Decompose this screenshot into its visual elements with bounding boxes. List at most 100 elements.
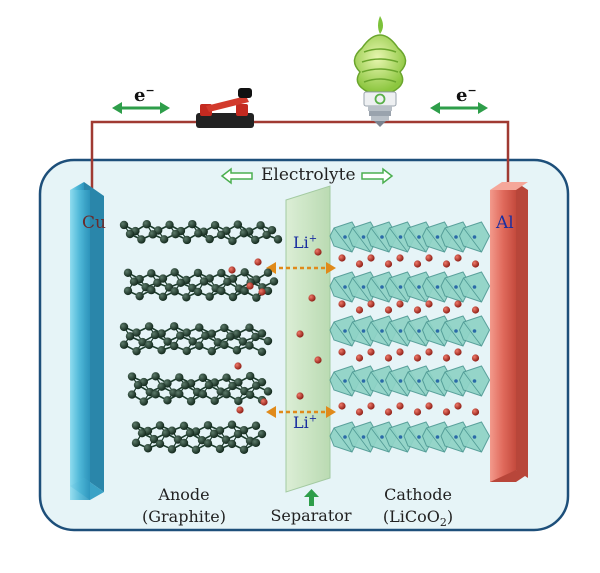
graphite-atom xyxy=(273,235,283,244)
lithium-ion xyxy=(454,300,462,308)
lithium-ion xyxy=(454,402,462,410)
lithium-ion xyxy=(384,306,393,314)
electrolyte-arrows xyxy=(220,167,394,185)
cathode-caption: Cathode (LiCoO2) xyxy=(383,484,453,534)
graphite-atom xyxy=(195,341,204,350)
graphite-atom xyxy=(155,421,165,430)
graphite-atom xyxy=(144,340,154,350)
lithium-ion xyxy=(471,260,480,268)
lithium-ion xyxy=(396,254,404,262)
graphite-atom xyxy=(159,235,169,244)
lithium-ion xyxy=(260,398,268,406)
lithium-ion xyxy=(338,348,346,356)
graphite-atom xyxy=(188,337,197,346)
lithium-ion xyxy=(396,300,404,308)
graphite-atom xyxy=(125,332,135,341)
graphite-atom xyxy=(223,277,232,287)
graphite-atom xyxy=(194,229,203,238)
graphite-atom xyxy=(163,396,172,405)
graphite-atom xyxy=(150,330,160,340)
lithium-ion xyxy=(314,356,322,364)
electron-label-left: e− xyxy=(134,84,155,106)
graphite-atom xyxy=(181,381,190,390)
graphite-atom xyxy=(147,285,156,295)
graphite-atom xyxy=(251,438,261,448)
graphite-atom xyxy=(153,278,162,288)
graphite-atom xyxy=(137,235,146,244)
graphite-atom xyxy=(251,421,261,430)
graphite-atom xyxy=(139,397,149,406)
electron-flow-arrow-left xyxy=(112,102,170,114)
graphite-atom xyxy=(176,278,185,287)
circuit-wire xyxy=(90,120,510,200)
aluminum-current-collector xyxy=(490,182,528,482)
graphite-atom xyxy=(245,323,254,332)
graphite-atom xyxy=(135,291,144,301)
graphite-atom xyxy=(185,428,195,438)
graphite-atom xyxy=(188,219,197,229)
graphite-atom xyxy=(245,371,255,381)
graphite-atom xyxy=(263,336,273,346)
graphite-atom xyxy=(119,340,129,349)
lithium-ion xyxy=(296,330,304,338)
lithium-ion xyxy=(338,254,346,262)
electron-flow-arrow-right xyxy=(430,102,488,114)
graphite-atom xyxy=(148,230,157,239)
graphite-atom xyxy=(227,420,237,429)
graphite-atom xyxy=(240,268,249,277)
lithium-ion xyxy=(442,354,451,362)
graphite-atom xyxy=(132,328,141,337)
graphite-atom xyxy=(163,337,172,346)
graphite-atom xyxy=(232,329,242,339)
graphite-atom xyxy=(226,332,235,341)
lithium-ion xyxy=(338,402,346,410)
lithium-ion xyxy=(355,306,364,314)
licoo2-cathode-layers xyxy=(329,221,491,453)
copper-label: Cu xyxy=(82,213,106,233)
lithium-ion xyxy=(471,408,480,416)
graphite-atom xyxy=(205,292,214,301)
anode-title: Anode xyxy=(158,485,210,504)
graphite-atom xyxy=(158,292,168,302)
graphite-atom xyxy=(238,337,248,346)
lithium-ion xyxy=(425,348,433,356)
graphite-atom xyxy=(143,444,153,453)
li-ion-label-bottom: Li+ xyxy=(293,413,318,432)
graphite-atom xyxy=(228,292,238,302)
graphite-atom xyxy=(222,373,231,382)
graphite-atom xyxy=(251,332,260,342)
lithium-ion xyxy=(454,348,462,356)
graphite-atom xyxy=(157,329,166,338)
lithium-ion xyxy=(296,392,304,400)
lithium-ion xyxy=(454,254,462,262)
lithium-ion xyxy=(425,300,433,308)
graphite-atom xyxy=(175,389,184,399)
copper-current-collector xyxy=(70,182,104,500)
lithium-ion xyxy=(396,348,404,356)
lithium-ion xyxy=(442,306,451,314)
graphite-atom xyxy=(149,434,159,444)
graphite-atom xyxy=(127,372,137,381)
graphite-atom xyxy=(125,229,135,239)
graphite-atom xyxy=(151,390,160,399)
graphite-atom xyxy=(221,435,231,444)
separator-caption: Separator xyxy=(270,506,352,525)
graphite-atom xyxy=(240,286,249,296)
lithium-ion xyxy=(338,300,346,308)
lithium-ion xyxy=(367,348,375,356)
li-ion-label-top: Li+ xyxy=(293,233,318,252)
graphite-atom xyxy=(207,329,217,338)
graphite-atom xyxy=(263,286,273,296)
graphite-atom xyxy=(131,421,141,430)
lithium-ion xyxy=(413,260,422,268)
graphite-atom xyxy=(251,235,260,245)
lithium-ion xyxy=(442,408,451,416)
graphite-atom xyxy=(251,381,261,390)
graphite-atom xyxy=(216,230,226,240)
light-bulb-icon xyxy=(353,16,407,127)
lithium-ion xyxy=(236,406,244,414)
knife-switch-icon[interactable] xyxy=(196,88,254,128)
graphite-atom xyxy=(232,346,242,355)
graphite-atom xyxy=(267,225,277,235)
